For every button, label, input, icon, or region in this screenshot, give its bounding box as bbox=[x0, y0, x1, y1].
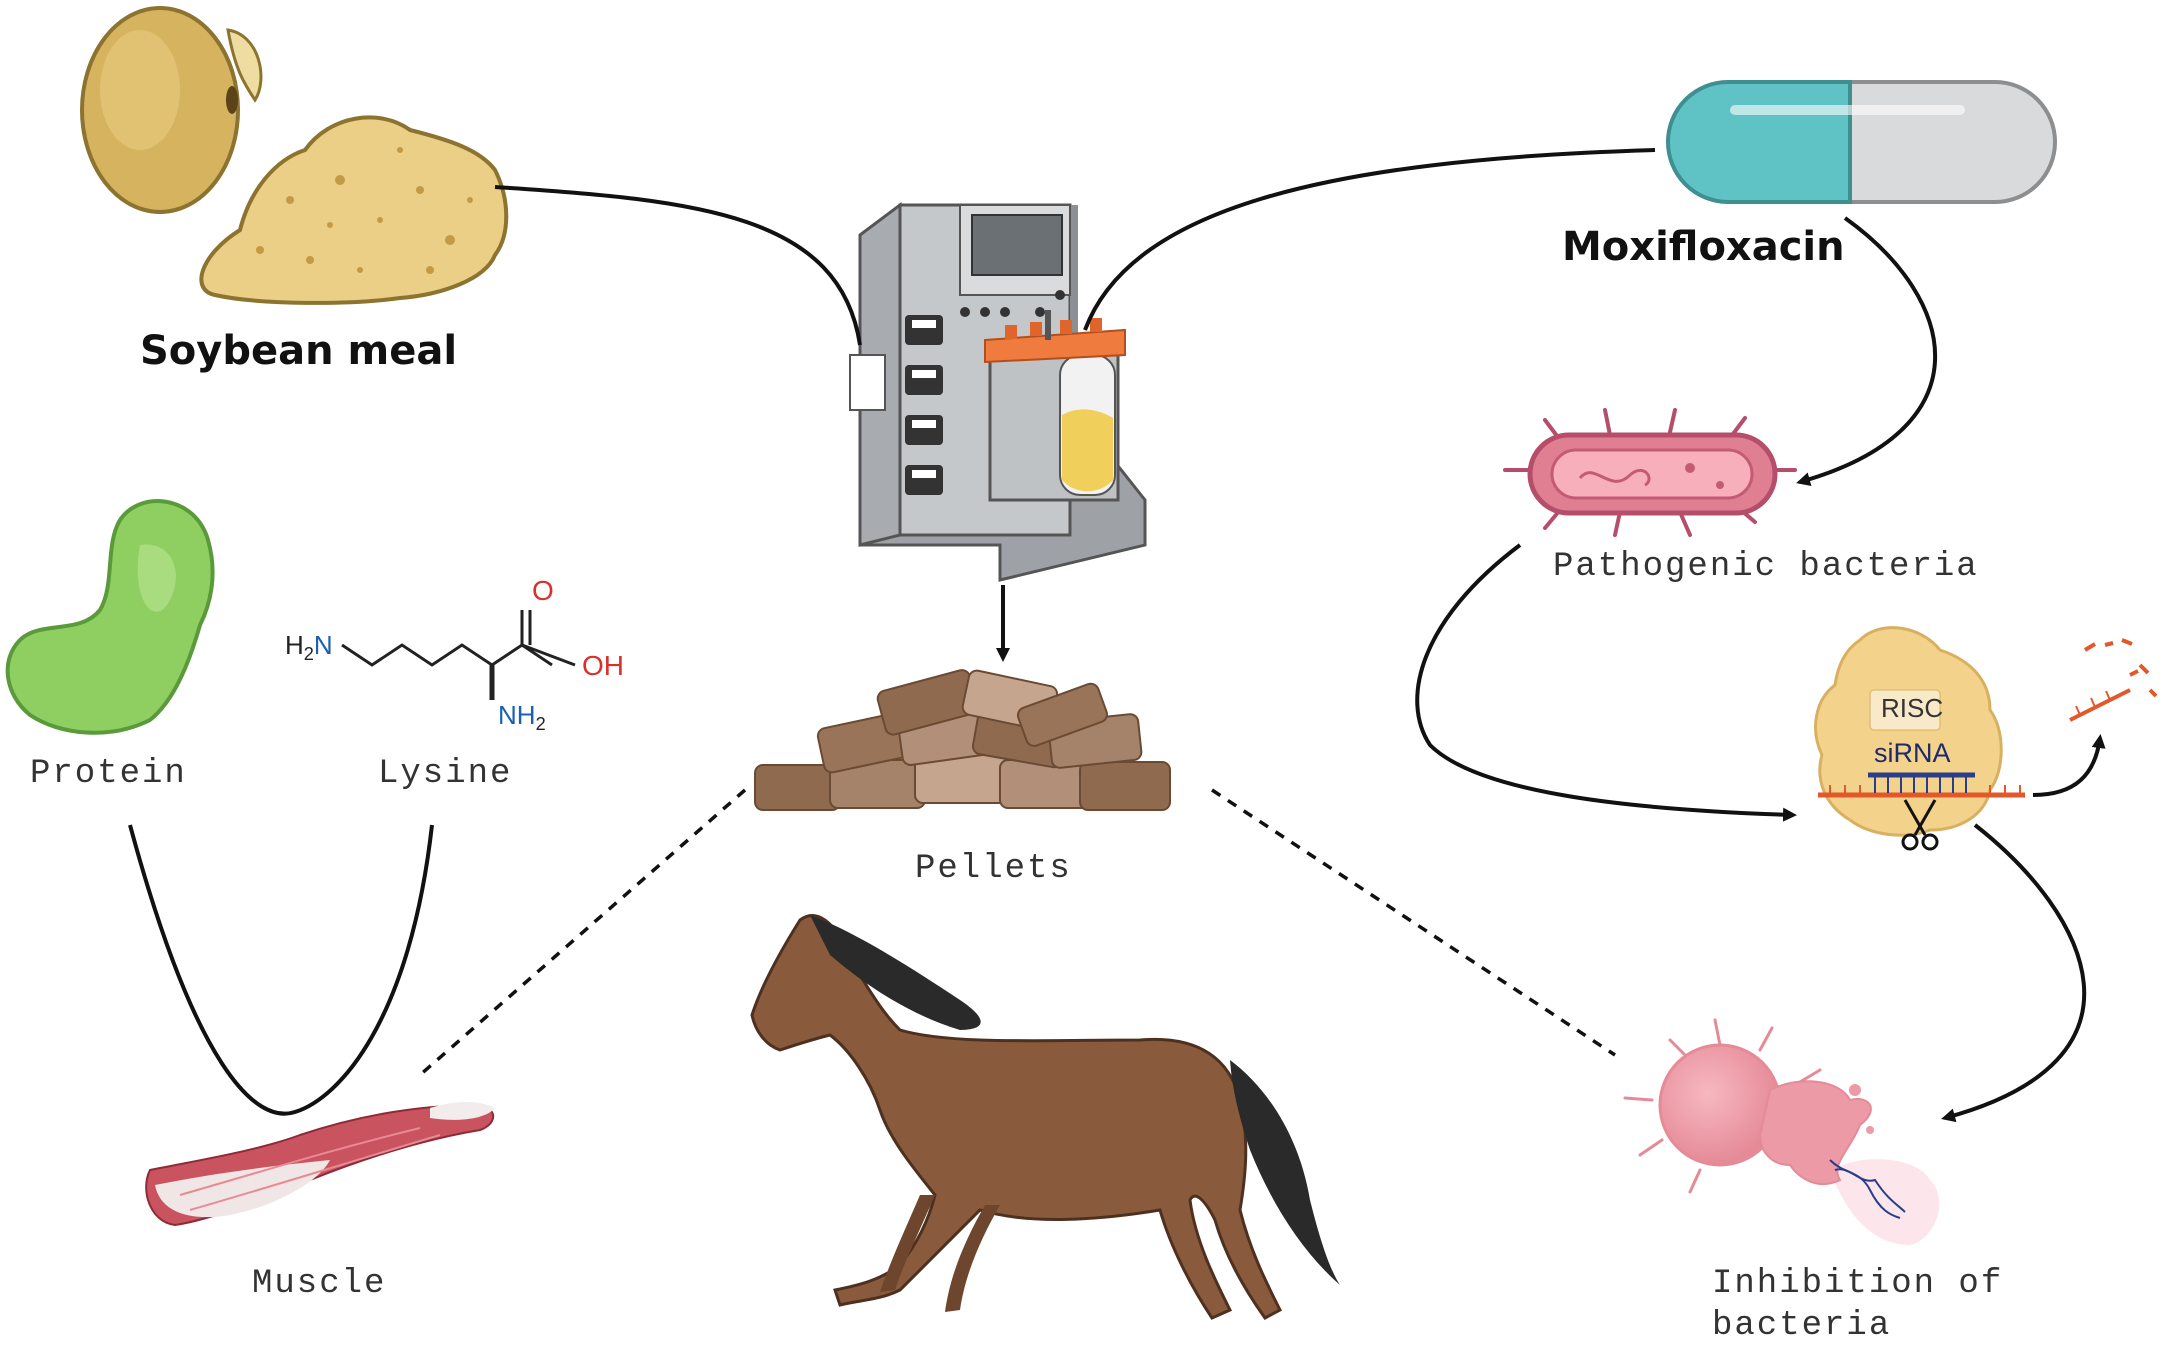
risc-to-fragments-arrow bbox=[2032, 734, 2106, 797]
moxifloxacin-label: Moxifloxacin bbox=[1562, 224, 1845, 270]
lysine-hydroxyl: OH bbox=[582, 650, 624, 681]
sirna-label: siRNA bbox=[1874, 738, 1951, 768]
cleaved-rna-fragments bbox=[2069, 638, 2158, 722]
capsule-to-bacterium-arrow bbox=[1796, 216, 1937, 487]
risc-complex-illustration bbox=[1814, 626, 2025, 851]
inhibited-bacterium-illustration bbox=[1623, 1018, 1940, 1245]
bacterium-to-risc-arrow bbox=[1415, 543, 1797, 822]
soybean-meal-label: Soybean meal bbox=[140, 328, 458, 374]
muscle-label: Muscle bbox=[252, 1265, 387, 1303]
lysine-terminal-amine: H2N bbox=[285, 630, 333, 665]
pellets-illustration bbox=[754, 669, 1171, 811]
risc-to-inhibition-arrow bbox=[1941, 823, 2087, 1123]
protein-label: Protein bbox=[30, 755, 187, 793]
bioreactor-illustration bbox=[849, 202, 1147, 582]
inhibition-label-line1: Inhibition of bbox=[1712, 1265, 2004, 1303]
capsule-to-bioreactor-line bbox=[1083, 148, 1656, 331]
lysine-alpha-amine: NH2 bbox=[498, 700, 546, 735]
pellets-to-inhibition-dotted-line bbox=[1211, 788, 1616, 1057]
soybean-meal-illustration bbox=[80, 6, 509, 305]
inhibition-label-line2: bacteria bbox=[1712, 1307, 1892, 1345]
horse-illustration bbox=[750, 914, 1340, 1320]
connectors bbox=[128, 148, 2106, 1123]
lysine-structure-bonds bbox=[341, 610, 576, 700]
risc-label: RISC bbox=[1881, 693, 1944, 723]
soybean-to-bioreactor-line bbox=[494, 185, 862, 346]
protein-lysine-to-muscle-curve bbox=[128, 824, 434, 1116]
pellets-to-muscle-dotted-line bbox=[418, 788, 747, 1077]
protein-illustration bbox=[5, 499, 215, 735]
capsule-illustration bbox=[1666, 80, 2057, 204]
lysine-label: Lysine bbox=[378, 755, 513, 793]
pathogenic-bacteria-label: Pathogenic bacteria bbox=[1553, 548, 1979, 586]
lysine-carbonyl-oxygen: O bbox=[532, 575, 554, 606]
pathogenic-bacterium-illustration bbox=[1503, 408, 1797, 537]
muscle-illustration bbox=[145, 1102, 495, 1227]
pellets-label: Pellets bbox=[915, 850, 1072, 888]
